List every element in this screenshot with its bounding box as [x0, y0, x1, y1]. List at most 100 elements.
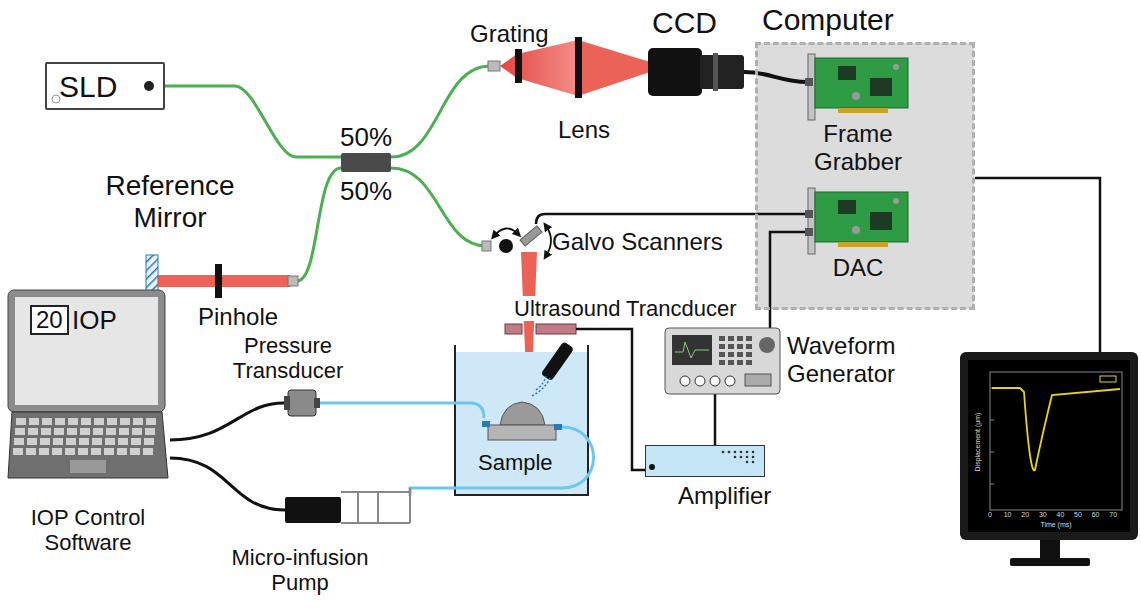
dac-card-part: [838, 200, 856, 214]
waveform-generator-part: [737, 344, 743, 349]
laptop-part: [39, 448, 49, 455]
waveform-generator-part: [725, 376, 735, 386]
sample-holder: [482, 402, 562, 440]
part-label: Sample: [478, 450, 553, 475]
waveform-generator-part: [728, 352, 734, 357]
node-text: Frame Grabber: [788, 120, 928, 175]
frame-grabber-card: Frame Grabber: [808, 58, 908, 116]
waveform-generator-part: [675, 342, 709, 358]
dac-card-part: [893, 198, 899, 204]
part-label: Pinhole: [198, 303, 278, 331]
amplifier-box-part: [734, 451, 737, 454]
laptop-parts: [8, 290, 168, 478]
monitor: [960, 352, 1138, 566]
amplifier-box-part: [734, 456, 737, 459]
pressure-transducer: [284, 396, 290, 410]
rotation-arrow: [494, 226, 551, 256]
frame-grabber-card-part: [852, 92, 860, 100]
ccd-camera: [648, 48, 744, 96]
optical-fibre: [165, 86, 341, 157]
amplifier-box-part: [746, 456, 749, 459]
axis-label: Time (ms): [1040, 521, 1071, 529]
sample-holder: [488, 425, 556, 440]
laptop-part: [15, 297, 158, 405]
amplifier-box-part: [752, 456, 755, 459]
waveform-generator: Waveform Generator: [665, 328, 780, 394]
node-text: 50%: [329, 123, 403, 153]
axis-label: 0: [988, 511, 992, 519]
part-label: Reference Mirror: [100, 170, 240, 234]
laptop-part: [70, 460, 106, 473]
waveform-generator-drawing: [665, 328, 780, 394]
amplifier-box-part: [752, 451, 755, 454]
laptop-part: [132, 428, 142, 435]
part-label: Grating: [470, 20, 549, 48]
laptop-part: [93, 428, 103, 435]
laptop-part: [143, 448, 153, 455]
laptop-part: [42, 418, 52, 425]
axis-label: 30: [1039, 511, 1047, 519]
frame-grabber-card-part: [838, 66, 856, 80]
ultrasound-wave: [532, 378, 550, 396]
fibre-connector: [288, 276, 298, 286]
laptop-part: [53, 438, 63, 445]
pinhole-symbol: [215, 264, 222, 298]
waveform-generator-parts: [665, 328, 780, 394]
ccd-cable: [744, 72, 808, 82]
part-label: Galvo Scanners: [552, 228, 723, 256]
laptop-cable: [170, 403, 285, 510]
frame-grabber-card-part: [870, 78, 892, 96]
waveform-generator-part: [728, 336, 734, 341]
frame-grabber-card-parts: [805, 54, 908, 120]
sample-holder: [554, 424, 562, 430]
laptop-part: [67, 428, 77, 435]
ccd-camera: [713, 53, 718, 91]
pressure-transducer: [288, 390, 316, 416]
node-text: SLD: [59, 70, 117, 104]
waveform-generator-part: [746, 344, 752, 349]
laptop-part: [119, 428, 129, 435]
waveform-generator-part: [672, 335, 712, 365]
waveform-generator-part: [737, 336, 743, 341]
optical-fibre: [391, 168, 486, 246]
dac-card-part: [815, 192, 908, 242]
laptop-part: [16, 418, 26, 425]
laptop-part: [41, 428, 51, 435]
galvo-cable: [536, 214, 808, 224]
node-text: IOP Control Software: [0, 505, 176, 556]
frame-grabber-card-part: [808, 54, 815, 120]
frame-grabber-card-drawing: [808, 58, 908, 116]
frame-grabber-card-part: [838, 108, 888, 113]
laptop-part: [146, 418, 156, 425]
monitor: [960, 352, 1138, 540]
laptop-part: [106, 428, 116, 435]
waveform-generator-part: [710, 376, 720, 386]
laptop-part: [68, 418, 78, 425]
dac-card-part: [870, 212, 892, 230]
light-source-box: SLD: [45, 62, 165, 110]
amplifier-box-part: [740, 451, 743, 454]
waveform-generator-part: [665, 328, 780, 394]
dac-card-part: [808, 188, 815, 254]
iop-readout-box: 20: [30, 305, 69, 335]
micro-infusion-pump: [341, 488, 410, 523]
lens-symbol: [575, 37, 582, 98]
laptop-part: [92, 438, 102, 445]
monitor-cable: [975, 178, 1100, 352]
laptop-part: [144, 438, 154, 445]
laptop-part: [52, 448, 62, 455]
plot-axes: [990, 388, 994, 484]
ultrasound-transducer: [541, 341, 575, 381]
galvo-scanner: [499, 239, 513, 253]
fibre-connector: [488, 61, 500, 71]
frame-grabber-card-part: [893, 64, 899, 70]
axis-label: 10: [1004, 511, 1012, 519]
laptop-part: [117, 448, 127, 455]
displacement-curve: [992, 388, 1120, 470]
node-text: 50%: [329, 177, 403, 207]
laptop-part: [15, 428, 25, 435]
waveform-generator-part: [719, 352, 725, 357]
plot-axes: [990, 372, 1122, 510]
